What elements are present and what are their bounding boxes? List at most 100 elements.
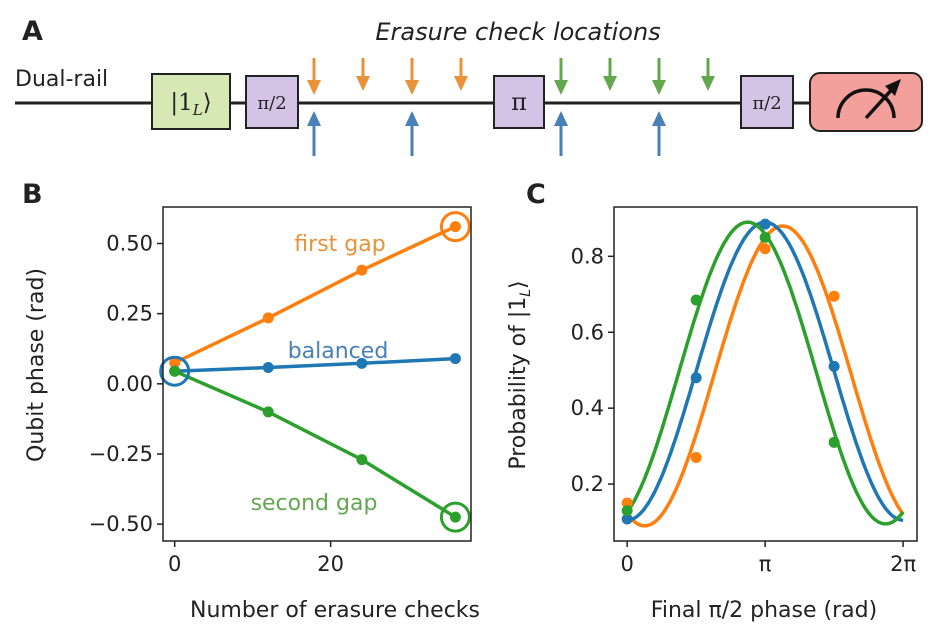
highlight-ring [159,355,191,387]
data-point [690,452,702,463]
meter-arc-icon [836,88,896,119]
panel-a-letter: A [22,16,43,47]
highlight-ring [439,211,471,243]
data-point [262,406,274,418]
panel-a: A Erasure check locations Dual-rail |1L⟩… [15,16,923,156]
panel-b-xlabel: Number of erasure checks [190,598,480,623]
data-point [262,362,274,374]
data-point [621,497,633,509]
erasure-check-arrows-bottom [307,111,666,156]
panel-b-y-axis: 0.50 0.25 0.00 −0.25 −0.50 [89,231,163,536]
data-point [621,513,633,525]
dual-rail-label: Dual-rail [15,67,108,92]
data-point [759,231,771,243]
green-arrow-icon [652,58,666,95]
data-point [449,221,461,233]
x-tick-label: 0 [620,552,633,576]
data-point [828,360,840,372]
blue-arrow-icon [405,111,419,156]
y-tick-label: 0.6 [571,320,604,344]
panel-c-series [621,218,905,528]
data-point [356,454,368,466]
annotation-second-gap: second gap [251,491,378,516]
panel-c-xlabel: Final π/2 phase (rad) [651,598,877,623]
highlight-ring [439,501,471,533]
orange-arrow-icon [405,58,419,95]
panel-c-letter: C [526,179,546,210]
series-line-2 [174,369,457,519]
y-tick-label: −0.25 [89,442,153,466]
prep-gate-ket: |1 [170,90,192,116]
annotation-first-gap: first gap [294,232,385,257]
series-line-0 [173,225,457,365]
orange-arrow-icon [307,58,321,95]
prep-gate-subscript: L [192,101,203,119]
panel-b-x-axis: 0 20 [168,541,344,576]
blue-arrow-icon [554,111,568,156]
blue-arrow-icon [307,111,321,156]
data-point [621,505,633,517]
erasure-check-arrows-top [307,58,715,95]
data-point [690,372,702,384]
y-tick-label: −0.50 [89,512,153,536]
green-arrow-icon [554,58,568,95]
panel-b-letter: B [22,179,43,210]
half-pi-gate-1: π/2 [245,75,299,129]
prep-gate: |1L⟩ [151,73,231,130]
panel-c-ylabel: Probability of |1L⟩ [506,280,534,469]
panel-b-frame [162,206,472,542]
panel-b-series [159,211,471,533]
data-point [828,436,840,448]
data-point [169,365,181,377]
panel-b-ylabel: Qubit phase (rad) [24,268,49,462]
data-point [169,357,181,369]
orange-arrow-icon [356,58,370,91]
panel-c-ylabel-bracket: ⟩ [506,280,531,289]
annotation-balanced: balanced [288,339,389,364]
x-tick-label: 20 [317,552,344,576]
panel-c-ylabel-subscript: L [518,289,534,297]
half-pi-gate-1-label: π/2 [257,93,286,114]
data-point [759,243,771,255]
panel-c-x-axis: 0 π 2π [620,541,916,576]
data-point [449,511,461,523]
svg-text:|1L⟩: |1L⟩ [170,90,211,119]
y-tick-label: 0.4 [571,396,604,420]
x-tick-label: 0 [168,552,181,576]
panel-c-y-axis: 0.20.40.60.8 [571,244,614,496]
half-pi-gate-2: π/2 [740,75,794,129]
measurement-gate [809,72,923,132]
y-tick-label: 0.50 [106,231,153,255]
x-tick-label: 2π [890,552,916,576]
data-point [262,312,274,324]
y-tick-label: 0.8 [571,244,604,268]
y-tick-label: 0.00 [106,372,153,396]
blue-arrow-icon [652,111,666,156]
fit-curve-1 [625,224,905,528]
meter-arrowhead-icon [885,79,901,96]
data-point [356,264,368,276]
data-point [356,357,368,369]
panel-b: B Number of erasure checks Qubit phase (… [22,179,480,623]
pi-gate: π [493,75,545,129]
panel-c: C Final π/2 phase (rad) Probability of |… [506,179,918,623]
orange-arrow-icon [454,58,468,91]
data-point [690,294,702,306]
fit-curve-2 [625,220,905,526]
data-point [828,290,840,302]
data-point [449,353,461,365]
meter-needle-icon [864,84,897,120]
series-line-1 [174,356,456,373]
green-arrow-icon [603,58,617,91]
y-tick-label: 0.25 [106,302,153,326]
x-tick-label: π [759,552,772,576]
data-point [759,218,771,230]
panel-c-frame [613,206,918,542]
panel-b-annotations: first gap balanced second gap [251,232,389,516]
panel-c-ylabel-main: Probability of |1 [506,297,531,470]
half-pi-gate-2-label: π/2 [752,93,781,114]
erasure-check-title: Erasure check locations [375,18,660,46]
pi-gate-label: π [511,88,527,116]
prep-gate-bracket: ⟩ [203,90,212,116]
